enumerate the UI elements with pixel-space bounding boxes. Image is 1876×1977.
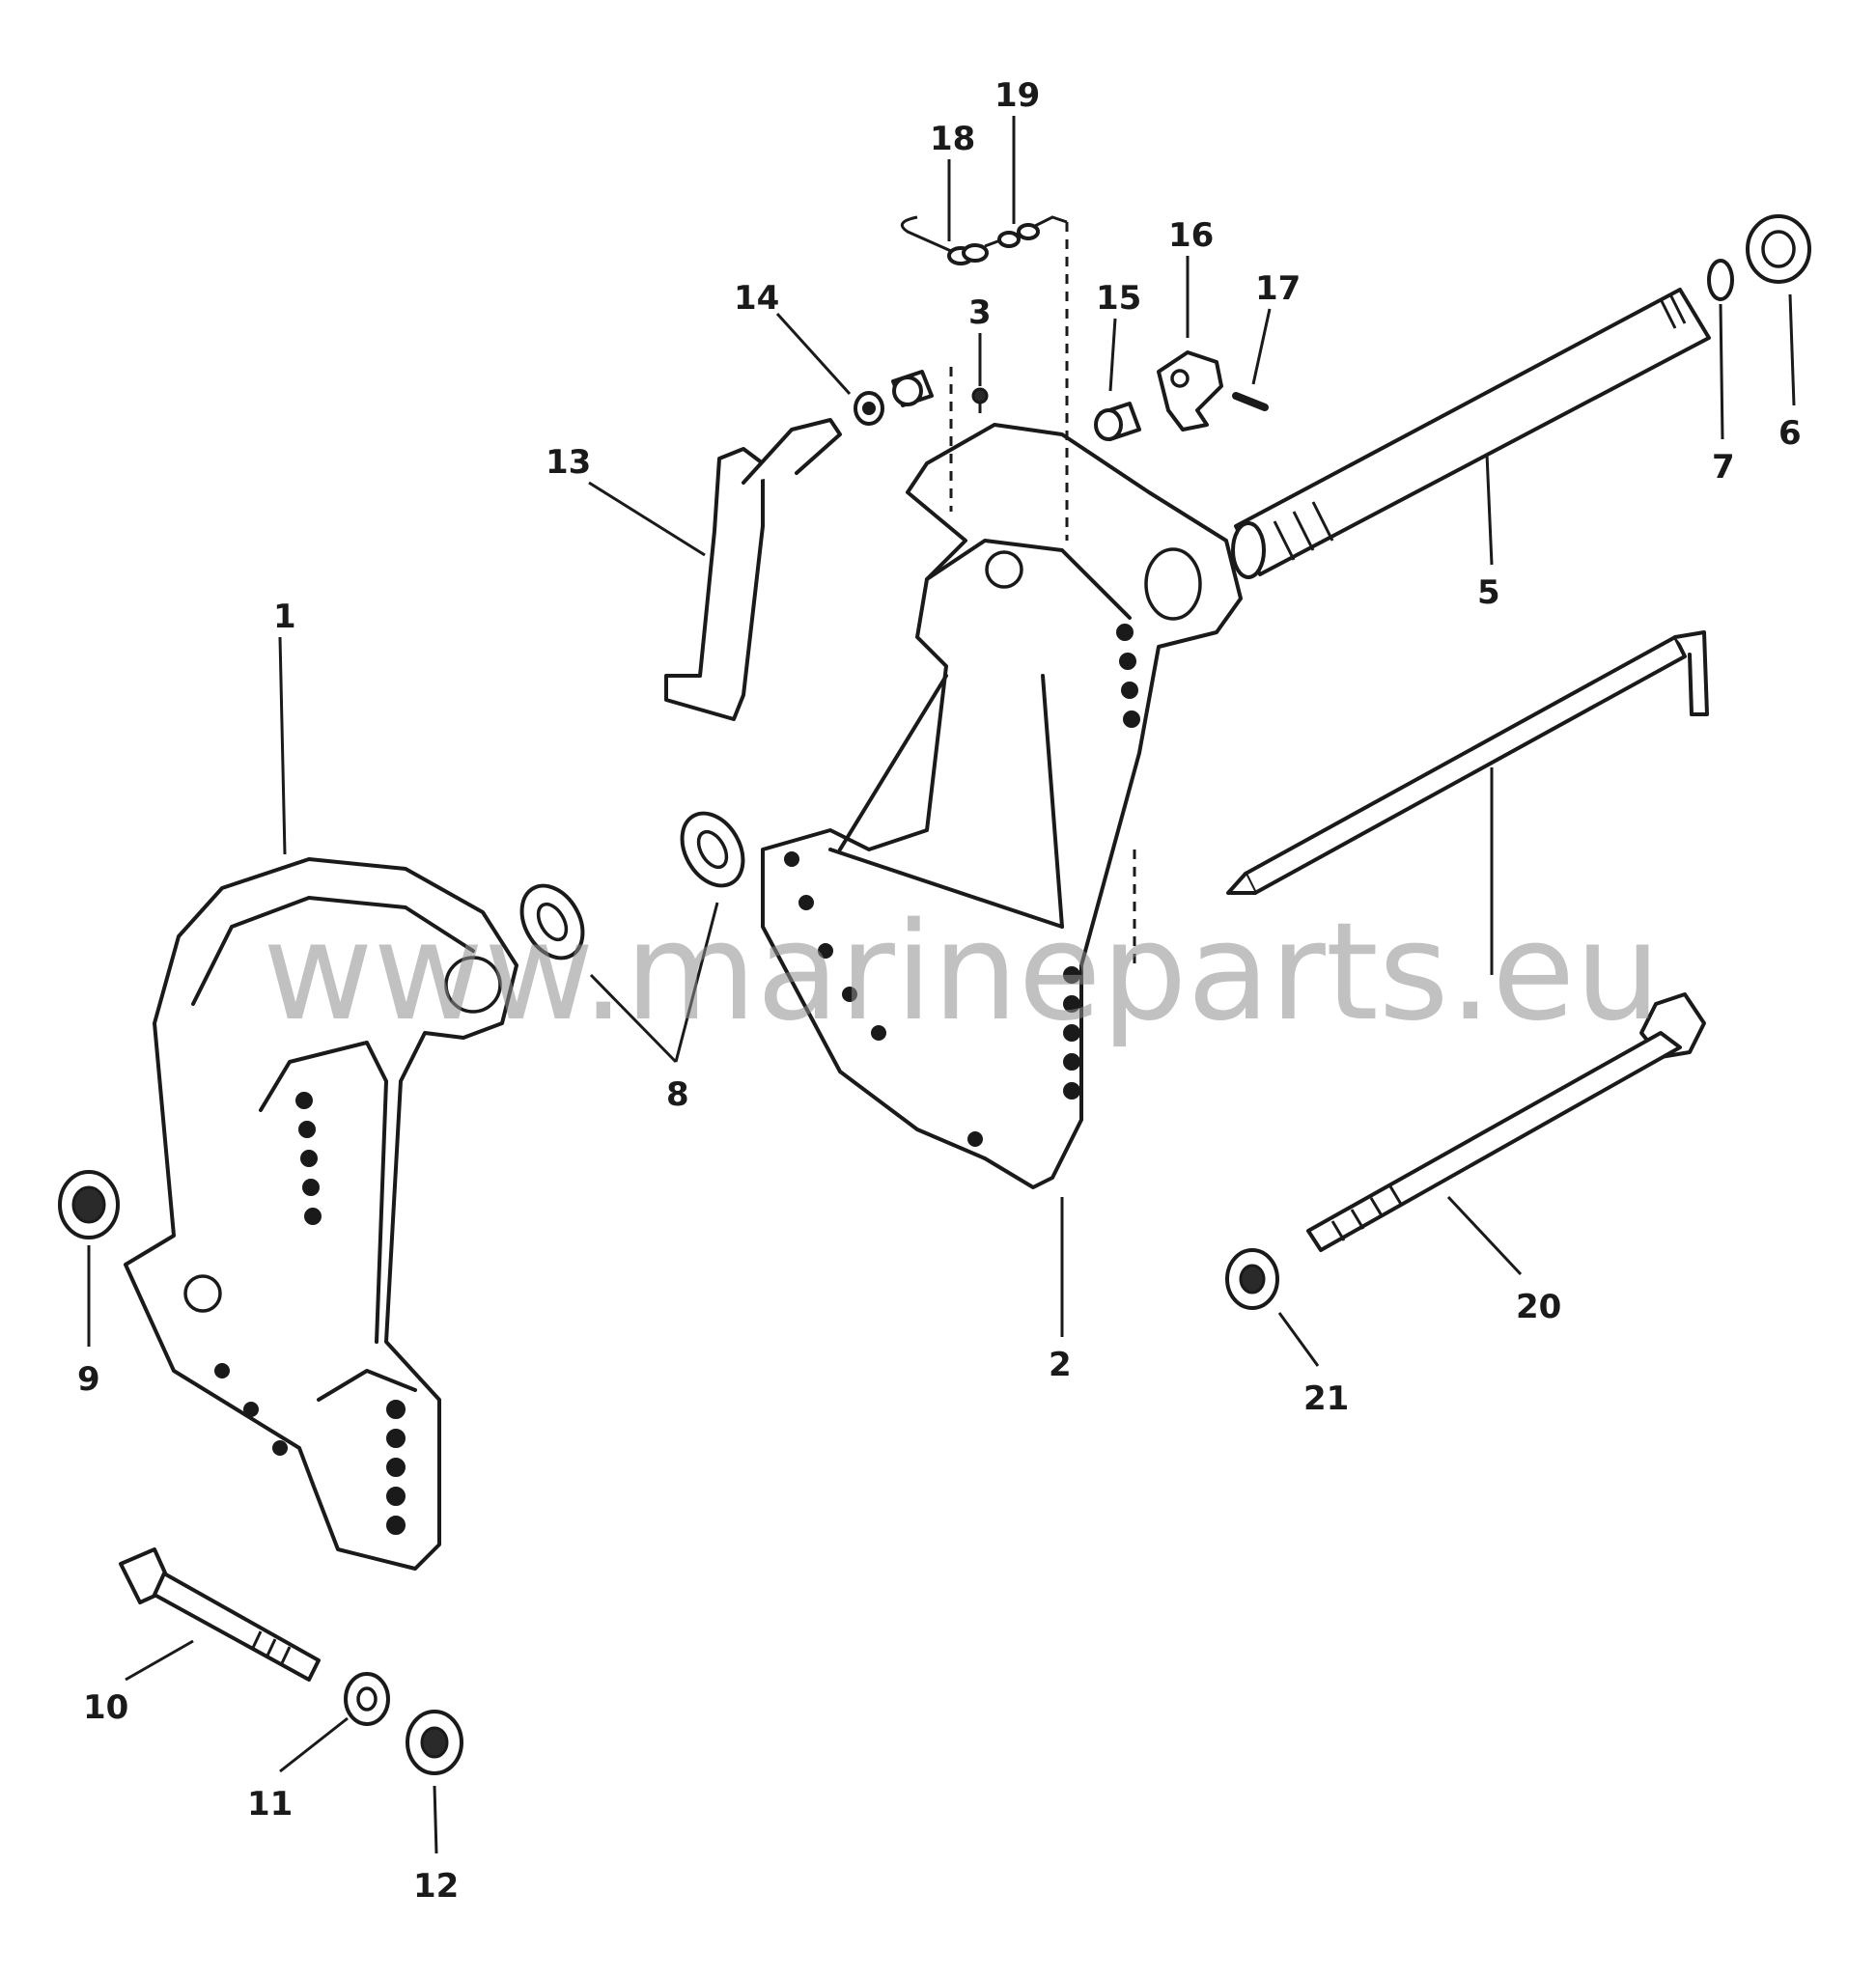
callout-3: 3 (968, 293, 992, 332)
callout-5: 5 (1477, 573, 1500, 612)
nut-12 (406, 1710, 463, 1775)
nut-21 (1225, 1248, 1279, 1310)
clamp-bracket-left (124, 857, 518, 1571)
bushing-small (891, 370, 934, 407)
watermark-text: www.marineparts.eu (263, 894, 1661, 1051)
bolt-10 (119, 1547, 321, 1682)
callout-2: 2 (1049, 1346, 1072, 1384)
callout-21: 21 (1303, 1379, 1349, 1418)
clamp-bracket-right (761, 423, 1243, 1189)
callout-9: 9 (77, 1360, 100, 1399)
retaining-ring-7 (1707, 259, 1734, 301)
bolt-20 (1306, 992, 1706, 1252)
callout-6: 6 (1778, 414, 1802, 453)
tilt-lever (664, 418, 842, 721)
callout-17: 17 (1255, 269, 1301, 308)
tilt-tube-5 (1231, 288, 1711, 579)
callout-12: 12 (413, 1867, 459, 1906)
callout-19: 19 (994, 76, 1040, 115)
washer-8a (519, 883, 585, 961)
spring-18 (900, 215, 989, 265)
callout-labels: 1 2 3 5 6 7 8 9 10 11 12 13 14 15 16 17 … (77, 76, 1802, 1906)
leader-lines (87, 116, 1796, 1854)
callout-1: 1 (273, 598, 296, 636)
callout-8: 8 (666, 1075, 689, 1114)
nut-6 (1746, 214, 1811, 284)
washer-11 (344, 1672, 390, 1726)
callout-10: 10 (83, 1688, 128, 1727)
bushing-15 (1094, 402, 1141, 441)
nut-9 (58, 1170, 120, 1239)
callout-20: 20 (1516, 1288, 1561, 1326)
callout-15: 15 (1096, 279, 1141, 318)
screw-3 (971, 387, 989, 413)
callout-16: 16 (1168, 216, 1214, 255)
callout-11: 11 (247, 1785, 293, 1824)
small-nut-14 (854, 391, 884, 426)
reverse-lock-16 (1157, 350, 1223, 432)
callout-7: 7 (1712, 448, 1735, 487)
alignment-dashes (949, 222, 1136, 965)
callout-18: 18 (930, 120, 975, 158)
pin-17 (1232, 392, 1269, 411)
tilt-pin-rod (1226, 630, 1709, 895)
callout-14: 14 (734, 279, 779, 318)
washer-8b (680, 811, 745, 888)
spring-19 (984, 215, 1068, 248)
callout-13: 13 (546, 443, 591, 482)
